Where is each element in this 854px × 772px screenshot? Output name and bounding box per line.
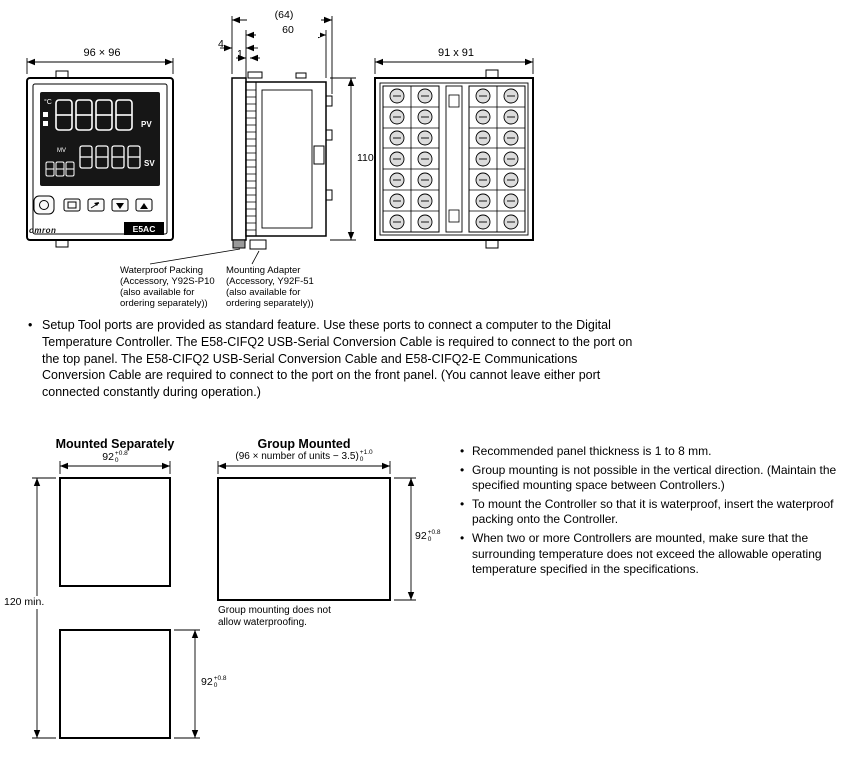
formula-tolerance: +1.0 0	[359, 449, 373, 463]
note-text: To mount the Controller so that it is wa…	[472, 496, 834, 527]
setup-tool-note-text: Setup Tool ports are provided as standar…	[42, 318, 633, 400]
tolerance-minus: 0	[427, 535, 432, 543]
model-label: E5AC	[133, 224, 156, 234]
dim-tolerance: +0.8 0	[427, 529, 441, 543]
panel-cutout-drawings	[32, 461, 416, 739]
callout-line: (also available for	[226, 287, 301, 298]
bullet-marker: •	[460, 444, 465, 458]
display-unit-label: °C	[44, 98, 52, 106]
side-view-drawing	[220, 16, 356, 250]
dim-tolerance: +0.8 0	[114, 450, 128, 464]
callout-line: (Accessory, Y92F-51	[226, 276, 314, 287]
mv-label: MV	[57, 148, 66, 154]
group-mounted-heading: Group Mounted	[257, 437, 351, 451]
note-item: • To mount the Controller so that it is …	[460, 497, 852, 528]
dim-front-96x96: 96 × 96	[57, 47, 147, 60]
dim-92-cutout-top: 92 +0.8 0	[63, 450, 167, 464]
front-view-drawing: °C PV SV MV omron E5AC	[26, 58, 174, 248]
group-mounting-note: Group mounting does not allow waterproof…	[218, 605, 331, 629]
group-width-formula: (96 × number of units − 3.5) +1.0 0	[204, 449, 404, 463]
dim-side-1: 1	[237, 48, 243, 60]
callout-line: ordering separately))	[226, 298, 314, 309]
setup-tool-note: • Setup Tool ports are provided as stand…	[28, 317, 634, 401]
callout-line: (also available for	[120, 287, 195, 298]
dim-side-60: 60	[256, 24, 320, 37]
group-note-line: allow waterproofing.	[218, 617, 307, 628]
callout-line: (Accessory, Y92S-P10	[120, 276, 215, 287]
callout-leader-lines	[149, 248, 260, 265]
bullet-marker: •	[460, 530, 465, 545]
note-item: • Recommended panel thickness is 1 to 8 …	[460, 444, 852, 460]
level-key	[63, 198, 81, 212]
dim-92-cutout-right: 92 +0.8 0	[199, 675, 229, 689]
dim-side-110: 110	[357, 152, 374, 164]
dim-side-64: (64)	[247, 9, 321, 22]
dim-120-min: 120 min.	[2, 596, 47, 609]
tolerance-minus: 0	[359, 455, 364, 463]
bullet-marker: •	[460, 496, 465, 511]
note-item: • Group mounting is not possible in the …	[460, 463, 852, 494]
tolerance-plus: +0.8	[213, 675, 227, 682]
note-text: Group mounting is not possible in the ve…	[472, 462, 837, 493]
pv-label: PV	[141, 120, 152, 129]
waterproof-packing-callout: Waterproof Packing (Accessory, Y92S-P10 …	[120, 265, 215, 309]
bullet-marker: •	[28, 318, 33, 332]
note-text: Recommended panel thickness is 1 to 8 mm…	[472, 444, 712, 458]
tolerance-plus: +1.0	[359, 449, 373, 456]
note-text: When two or more Controllers are mounted…	[472, 530, 822, 577]
tolerance-plus: +0.8	[114, 450, 128, 457]
dim-92-group-right: 92 +0.8 0	[415, 529, 441, 543]
dim-rear-91x91: 91 x 91	[414, 47, 498, 60]
bullet-marker: •	[460, 462, 465, 477]
note-item: • When two or more Controllers are mount…	[460, 531, 852, 578]
rear-view-drawing	[374, 58, 534, 249]
formula-base: (96 × number of units − 3.5)	[235, 451, 359, 462]
dim-tolerance: +0.8 0	[213, 675, 227, 689]
tolerance-minus: 0	[114, 456, 119, 464]
dim-base: 92	[201, 676, 213, 688]
callout-line: ordering separately))	[120, 298, 208, 309]
mounting-adapter-callout: Mounting Adapter (Accessory, Y92F-51 (al…	[226, 265, 314, 309]
tolerance-minus: 0	[213, 681, 218, 689]
dim-base: 92	[415, 530, 427, 542]
dim-side-4: 4	[218, 38, 224, 50]
sv-label: SV	[144, 159, 155, 168]
group-note-line: Group mounting does not	[218, 605, 331, 616]
pf-key	[33, 195, 55, 215]
tolerance-plus: +0.8	[427, 529, 441, 536]
dim-base: 92	[102, 451, 114, 463]
callout-line: Waterproof Packing	[120, 265, 204, 276]
brand-logo: omron	[29, 226, 56, 235]
callout-line: Mounting Adapter	[226, 265, 301, 276]
mounted-separately-heading: Mounted Separately	[55, 437, 175, 451]
mounting-notes-list: • Recommended panel thickness is 1 to 8 …	[460, 444, 852, 581]
